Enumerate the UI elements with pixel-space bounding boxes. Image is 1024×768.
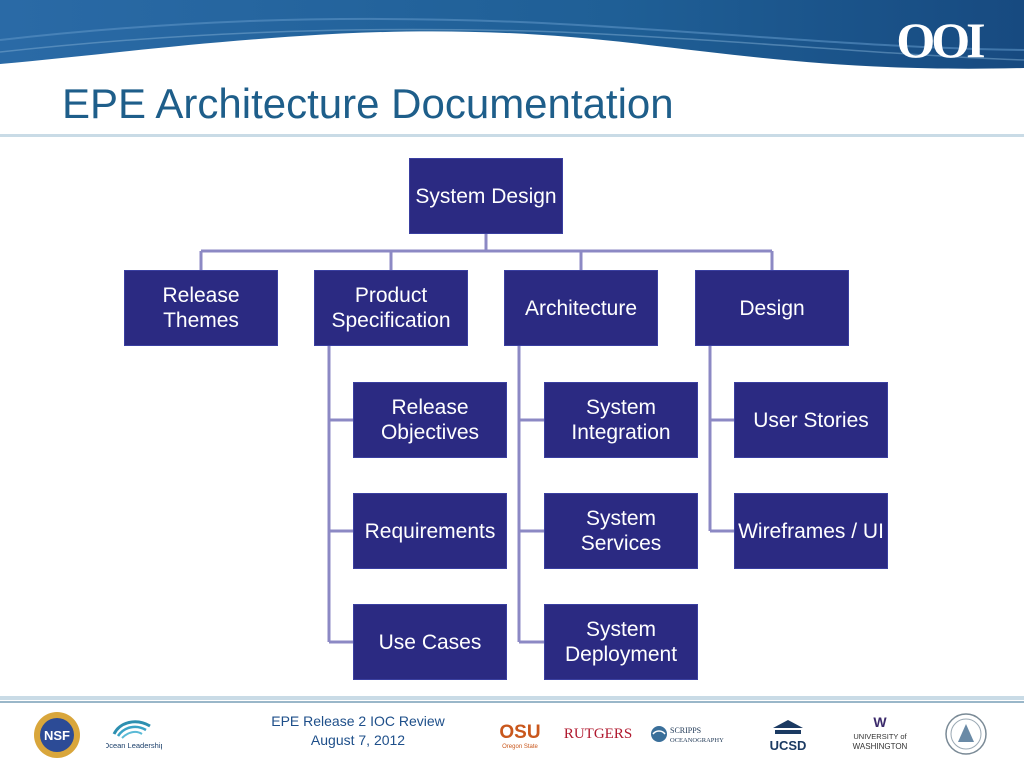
rutgers-logo: RUTGERS	[564, 726, 632, 742]
node-design: Design	[695, 270, 849, 346]
node-system-services: System Services	[544, 493, 698, 569]
node-system-design: System Design	[409, 158, 563, 234]
osu-logo: OSU Oregon State	[500, 722, 540, 750]
node-wireframes-ui: Wireframes / UI	[734, 493, 888, 569]
footer-date: August 7, 2012	[310, 732, 406, 748]
footer-caption: EPE Release 2 IOC Review August 7, 2012	[240, 712, 476, 750]
header-wave-banner	[0, 0, 1024, 69]
node-user-stories: User Stories	[734, 382, 888, 458]
node-requirements: Requirements	[353, 493, 507, 569]
node-system-deployment: System Deployment	[544, 604, 698, 680]
scripps-logo-subtext: OCEANOGRAPHY	[670, 737, 724, 744]
ooi-logo: OOI	[896, 12, 985, 68]
footer-divider-inner	[0, 701, 1024, 703]
node-use-cases: Use Cases	[353, 604, 507, 680]
node-system-integration: System Integration	[544, 382, 698, 458]
ucsd-logo: UCSD	[770, 720, 807, 753]
scripps-logo-text: SCRIPPS	[670, 726, 701, 735]
ocean-leadership-logo: Ocean Leadership	[106, 720, 162, 750]
footer-divider	[0, 696, 1024, 700]
node-product-specification: Product Specification	[314, 270, 468, 346]
node-release-objectives: Release Objectives	[353, 382, 507, 458]
institution-seal-logo	[945, 713, 987, 755]
title-divider	[0, 134, 1024, 137]
uw-logo-line2: WASHINGTON	[853, 742, 908, 751]
rutgers-logo-text: RUTGERS	[564, 726, 632, 742]
uw-logo: W UNIVERSITY of WASHINGTON	[853, 714, 908, 751]
osu-logo-subtext: Oregon State	[502, 744, 538, 750]
footer-event: EPE Release 2 IOC Review	[271, 713, 445, 729]
ucsd-logo-text: UCSD	[770, 738, 807, 753]
nsf-logo-text: NSF	[44, 728, 70, 743]
nsf-logo: NSF	[34, 712, 80, 758]
uw-logo-line1: UNIVERSITY of	[853, 732, 907, 741]
node-architecture: Architecture	[504, 270, 658, 346]
osu-logo-text: OSU	[500, 722, 540, 743]
uw-logo-mark: W	[873, 714, 887, 730]
ocean-leadership-text: Ocean Leadership	[106, 741, 162, 750]
scripps-logo: SCRIPPS OCEANOGRAPHY	[651, 726, 724, 744]
node-release-themes: Release Themes	[124, 270, 278, 346]
page-title: EPE Architecture Documentation	[62, 80, 674, 127]
